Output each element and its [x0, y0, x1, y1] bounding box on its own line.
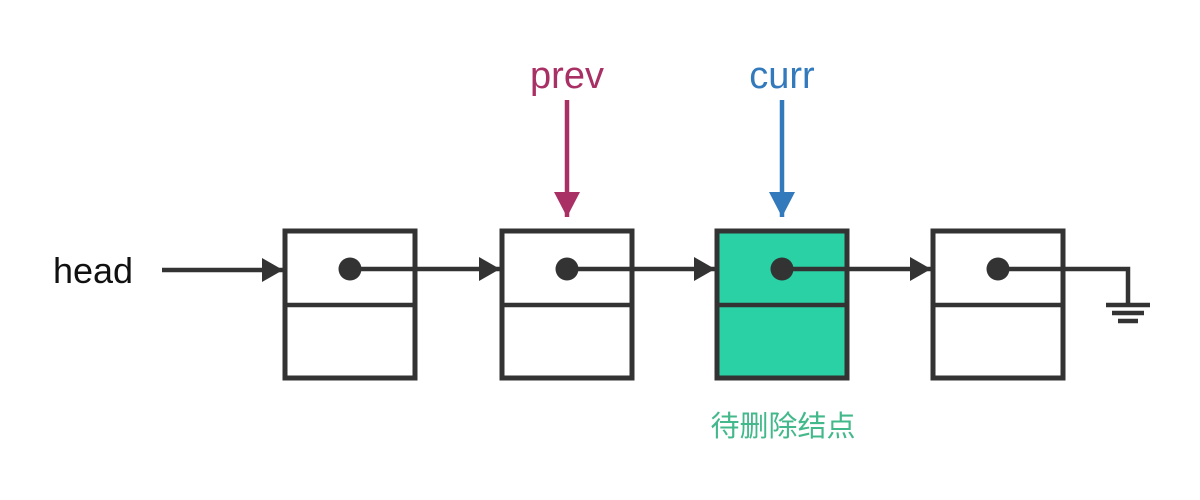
prev-label: prev	[530, 55, 604, 97]
node-1	[282, 228, 418, 381]
ground-icon	[1106, 302, 1150, 324]
node-3	[714, 228, 850, 381]
deleted-node-caption: 待删除结点	[710, 410, 855, 443]
head-label: head	[53, 250, 133, 291]
node-2	[499, 228, 635, 381]
curr-label: curr	[749, 55, 815, 97]
node-4	[930, 228, 1066, 381]
null-link-line	[998, 266, 1131, 303]
